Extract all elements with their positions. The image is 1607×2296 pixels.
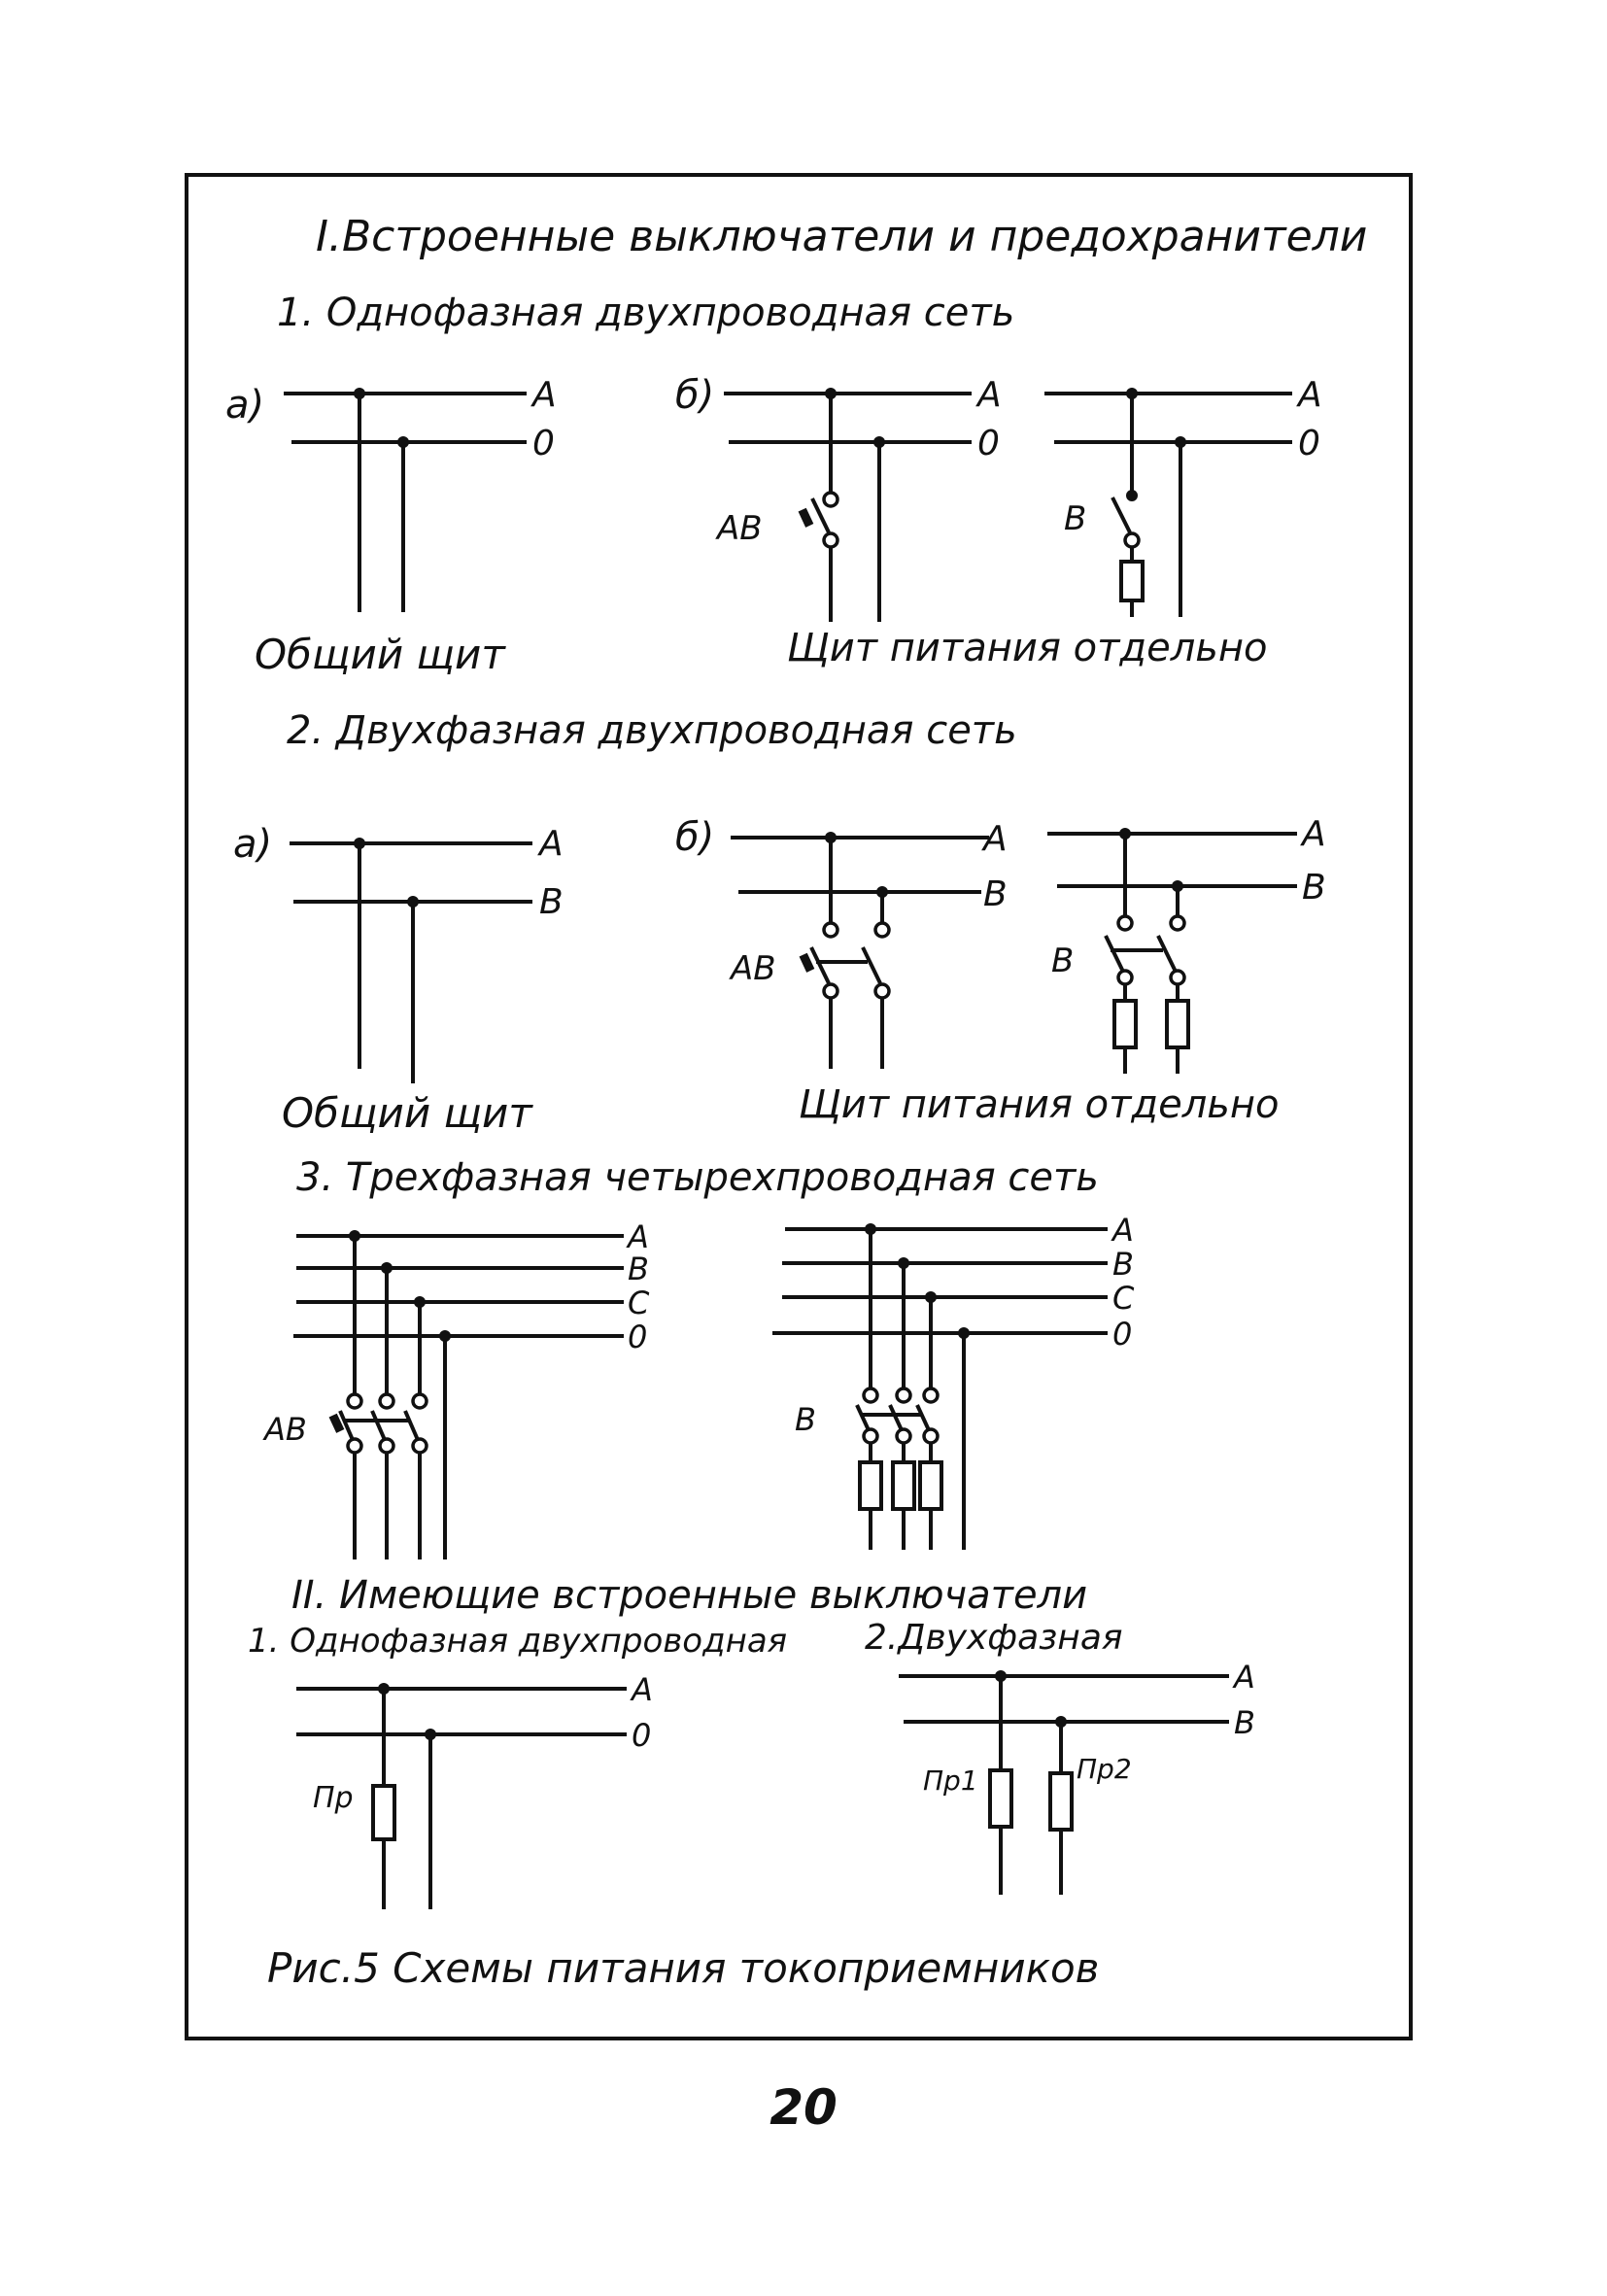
neutral-label: 0 [1298, 424, 1320, 463]
diagram-2b-switch-fuse: А В В [1047, 814, 1326, 1074]
diagram-3-switch-fuse: А В С 0 В [772, 1212, 1135, 1550]
variant-label-a: а) [233, 822, 272, 867]
neutral-label: 0 [1112, 1316, 1132, 1353]
neutral-label: 0 [977, 424, 1000, 463]
phase-a-label: А [1232, 1659, 1255, 1696]
phase-label: А [630, 1671, 653, 1708]
switch-label: В [1051, 942, 1074, 980]
fuse2-label: Пр2 [1077, 1753, 1132, 1785]
variant-label-a: а) [225, 383, 264, 428]
figure-caption: Рис.5 Схемы питания токоприемников [267, 1944, 1099, 1992]
breaker-label: АВ [729, 949, 776, 988]
page-number: 20 [769, 2079, 838, 2136]
diagram-2a: а) А В [233, 822, 564, 1083]
phase-label: А [975, 375, 1002, 415]
phase-a-label: А [981, 819, 1008, 859]
separate-panel-caption-1: Щит питания отдельно [787, 626, 1267, 670]
phase-a-label: А [537, 824, 564, 864]
variant-label-b: б) [675, 815, 714, 860]
switch-label: В [1064, 499, 1086, 538]
phase-b-label: В [1302, 868, 1326, 908]
phase-a-label: А [1300, 814, 1326, 854]
phase-a-label: А [626, 1218, 649, 1255]
switch-label: В [795, 1401, 816, 1438]
phase-b-label: В [1234, 1704, 1255, 1741]
diagram-2b-breaker: б) А В АВ [675, 815, 1008, 1069]
common-panel-caption-2: Общий щит [282, 1089, 533, 1137]
diagram-3-breaker: А В С 0 АВ [262, 1218, 650, 1559]
phase-b-label: В [539, 882, 564, 922]
phase-c-label: С [1112, 1280, 1135, 1317]
fuse-label: Пр [313, 1781, 354, 1815]
section1-title: I.Встроенные выключатели и предохранител… [316, 212, 1367, 261]
variant-label-b: б) [675, 373, 714, 418]
breaker-label: АВ [262, 1411, 307, 1448]
phase-a-label: А [1111, 1212, 1134, 1249]
phase-c-label: С [628, 1285, 650, 1321]
neutral-label: 0 [532, 424, 555, 463]
fuse1-label: Пр1 [923, 1765, 978, 1797]
neutral-label: 0 [628, 1319, 647, 1355]
sub3-title: 3. Трехфазная четырехпроводная сеть [296, 1155, 1099, 1200]
sub1-title: 1. Однофазная двухпроводная сеть [277, 291, 1014, 335]
phase-label: А [530, 375, 557, 415]
sub2-title: 2. Двухфазная двухпроводная сеть [287, 708, 1017, 753]
phase-label: А [1296, 375, 1322, 415]
section2-sub2-title: 2.Двухфазная [865, 1618, 1123, 1658]
breaker-label: АВ [715, 509, 763, 548]
section2-title: II. Имеющие встроенные выключатели [291, 1573, 1087, 1618]
diagram-ii-1: А 0 Пр [296, 1671, 653, 1909]
neutral-label: 0 [632, 1717, 651, 1754]
common-panel-caption-1: Общий щит [255, 631, 506, 678]
diagram-1b-breaker: б) А 0 АВ [675, 373, 1002, 622]
separate-panel-caption-2: Щит питания отдельно [799, 1082, 1279, 1127]
phase-b-label: В [628, 1251, 649, 1287]
diagram-1a: а) А 0 [225, 375, 557, 612]
diagram-frame [185, 173, 1413, 2040]
phase-b-label: В [1112, 1246, 1134, 1283]
diagram-1b-switch-fuse: А 0 В [1044, 375, 1322, 617]
section2-sub1-title: 1. Однофазная двухпроводная [248, 1622, 787, 1661]
diagram-ii-2: А В Пр1 Пр2 [899, 1659, 1255, 1895]
phase-b-label: В [983, 874, 1008, 914]
